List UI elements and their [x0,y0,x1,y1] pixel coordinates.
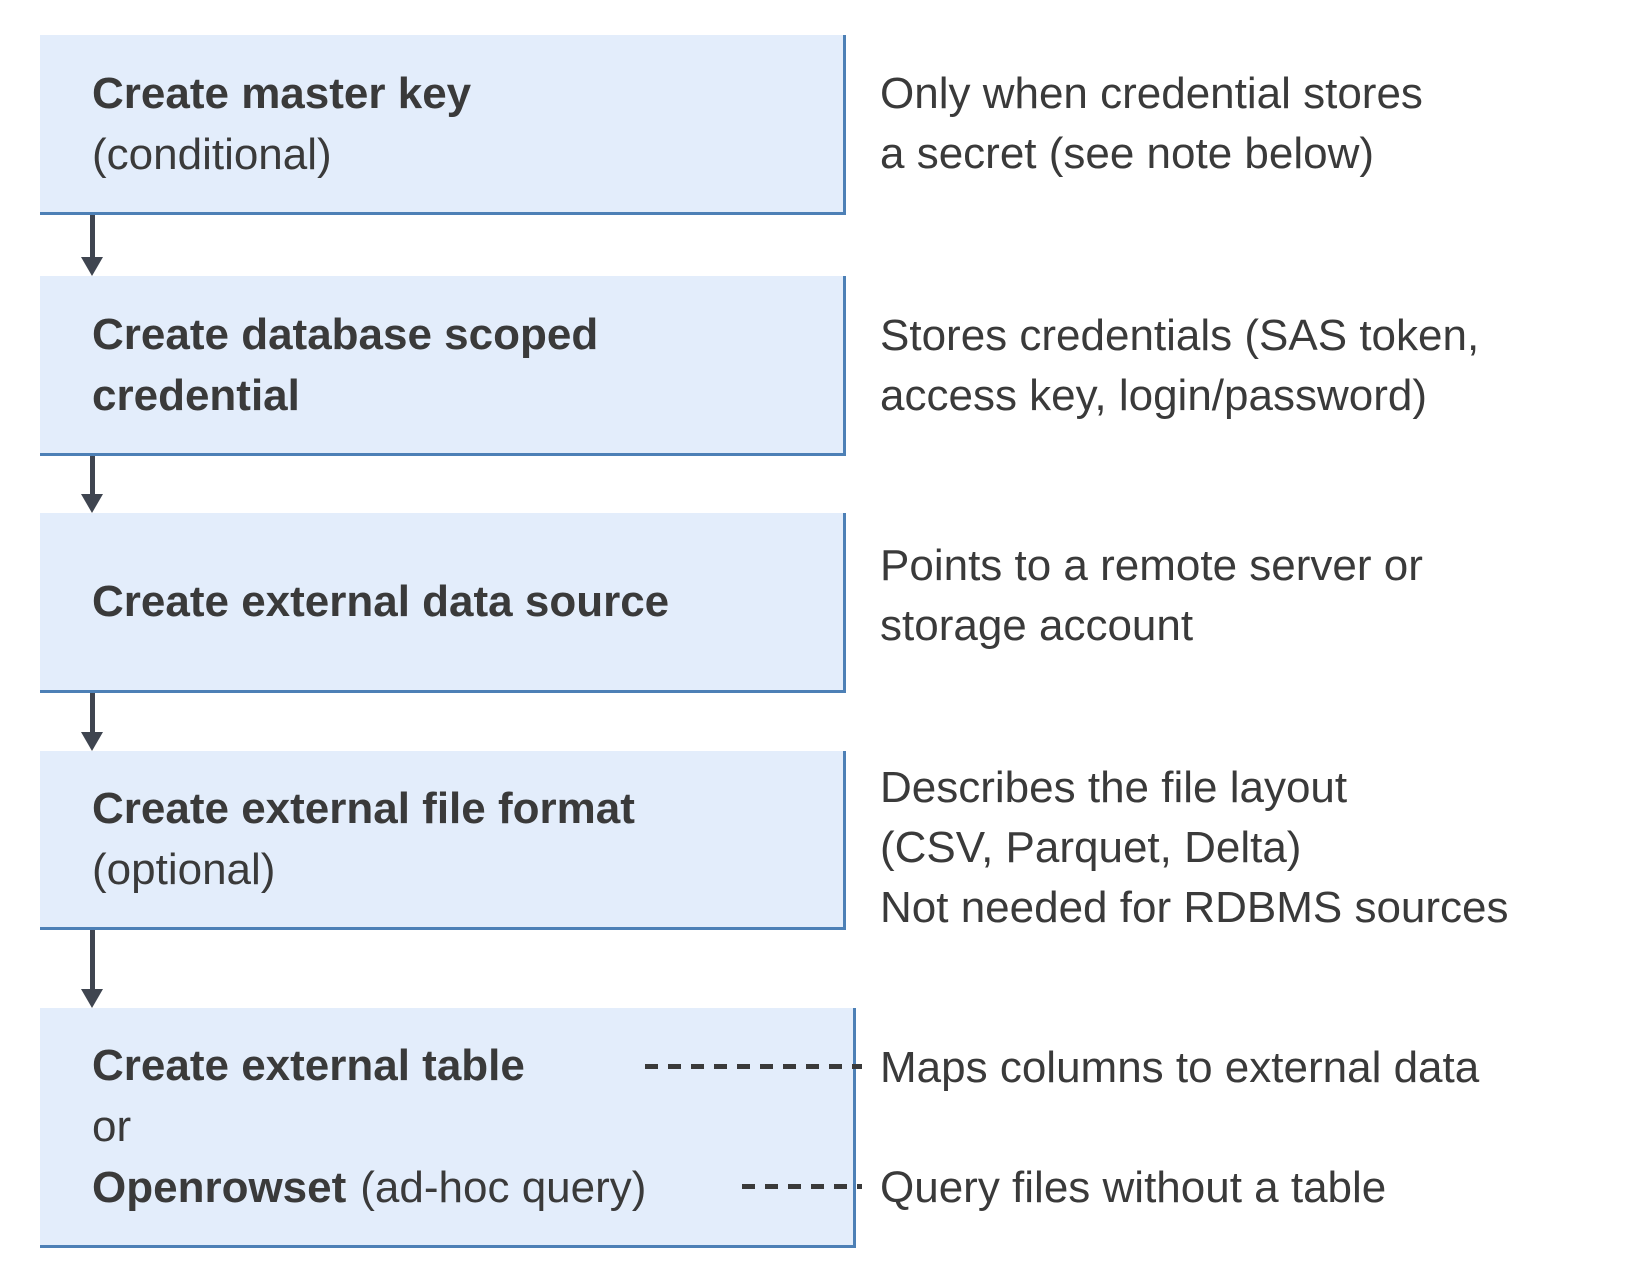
arrow-down-head-icon [81,257,103,276]
note-scoped-credential: Stores credentials (SAS token, access ke… [880,311,1480,420]
note-file-format: Describes the file layout (CSV, Parquet,… [880,763,1509,932]
flow-arrow-4 [81,930,103,1008]
arrow-down-head-icon [81,732,103,751]
arrow-line [89,930,95,989]
step-box-create-external-table-or-openrowset: Create external table or Openrowset (ad-h… [40,1008,856,1248]
step-box-create-external-data-source: Create external data source [40,513,846,693]
arrow-down-head-icon [81,494,103,513]
step-title: Create database scoped credential [92,309,599,420]
note-data-source: Points to a remote server or storage acc… [880,541,1423,650]
flow-arrow-3 [81,693,103,751]
step-alt-qualifier: (ad-hoc query) [360,1163,647,1212]
dashed-connector-external-table [645,1064,862,1069]
flow-arrow-2 [81,456,103,513]
step-title: Create external data source [92,577,670,626]
arrow-line [89,693,95,732]
step-box-create-scoped-credential: Create database scoped credential [40,276,846,456]
arrow-line [89,456,95,494]
step-title: Create master key [92,68,472,118]
dashed-connector-openrowset [742,1184,862,1189]
or-label: or [92,1102,132,1151]
note-openrowset: Query files without a table [880,1163,1387,1212]
step-box-create-master-key: Create master key (conditional) [40,35,846,215]
arrow-down-head-icon [81,989,103,1008]
step-qualifier: (conditional) [92,129,332,179]
step-title: Create external table [92,1041,525,1090]
step-alt-title: Openrowset [92,1163,347,1212]
note-external-table: Maps columns to external data [880,1043,1480,1092]
flow-arrow-1 [81,215,103,276]
note-master-key: Only when credential stores a secret (se… [880,69,1423,178]
step-box-create-external-file-format: Create external file format (optional) [40,751,846,930]
step-qualifier: (optional) [92,845,276,894]
arrow-line [89,215,95,257]
openrowset-line: Openrowset (ad-hoc query) [92,1157,853,1218]
step-title: Create external file format [92,784,635,833]
